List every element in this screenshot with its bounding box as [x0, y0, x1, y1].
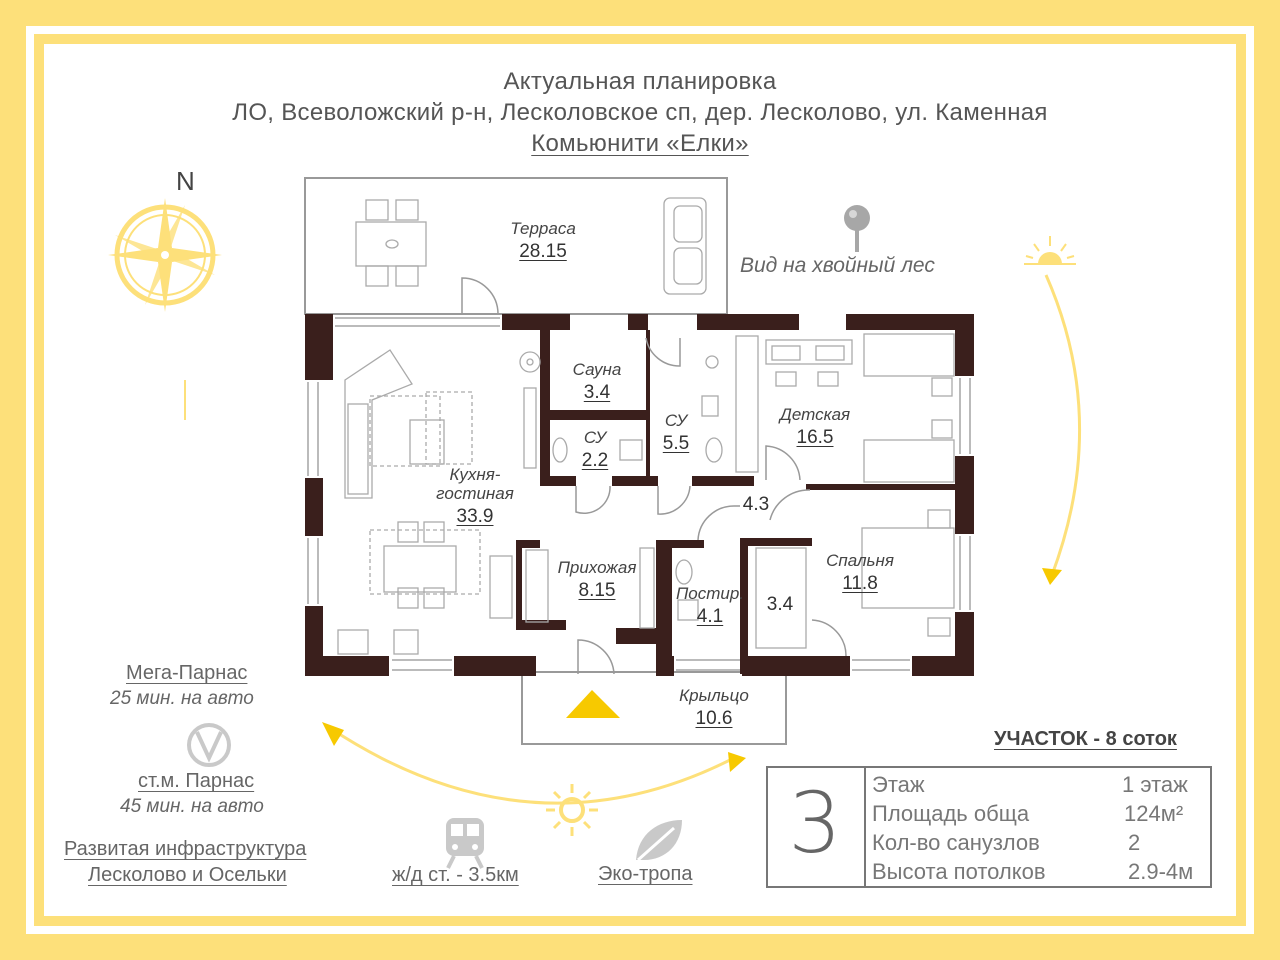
table-divider: [864, 766, 866, 888]
sun-icon: [1024, 236, 1076, 265]
wc1-name: СУ: [583, 428, 607, 447]
hallway-area: 8.15: [578, 580, 616, 601]
metro-title[interactable]: ст.м. Парнас: [138, 770, 255, 792]
sun-icon: [546, 784, 598, 836]
header-community: Комьюнити «Елки»: [0, 130, 1280, 158]
hallway-name: Прихожая: [557, 558, 637, 577]
entrance-arrow-icon: [566, 690, 620, 718]
kitchen-name-2: гостиная: [436, 484, 514, 503]
mega-time: 25 мин. на авто: [110, 688, 254, 709]
eco-text[interactable]: Эко-тропа: [598, 863, 693, 885]
infra-line1[interactable]: Развитая инфраструктура: [64, 838, 307, 860]
header-address: ЛО, Всеволожский р-н, Лесколовское сп, д…: [232, 99, 1048, 126]
north-label: N: [176, 166, 195, 196]
view-note: Вид на хвойный лес: [740, 254, 935, 277]
row-ceiling-value: 2.9-4м: [1128, 859, 1194, 884]
terrace-name: Терраса: [510, 219, 576, 238]
lot-number: 3: [788, 774, 842, 872]
laundry-area: 4.1: [696, 606, 724, 627]
porch-name: Крыльцо: [679, 686, 749, 705]
map-pin-icon: [844, 205, 870, 252]
terrace-area: 28.15: [519, 241, 567, 262]
header-title: Актуальная планировка: [503, 68, 777, 95]
infra-line2[interactable]: Лесколово и Осельки: [88, 864, 287, 886]
sauna-area: 3.4: [583, 382, 611, 403]
wc1-area: 2.2: [581, 450, 609, 471]
hall-area: 4.3: [742, 494, 770, 515]
kitchen-name-1: Кухня-: [449, 465, 501, 484]
train-text[interactable]: ж/д ст. - 3.5км: [392, 864, 519, 886]
wc2-name: СУ: [664, 411, 688, 430]
metro-time: 45 мин. на авто: [120, 796, 264, 817]
sauna-name: Сауна: [572, 360, 622, 379]
compass-line: [184, 380, 186, 420]
community-link[interactable]: Комьюнити «Елки»: [531, 130, 749, 157]
porch-area: 10.6: [695, 708, 733, 729]
closet-area: 3.4: [766, 594, 794, 615]
kids-area: 16.5: [796, 427, 834, 448]
row-baths-label: Кол-во санузлов: [872, 830, 1040, 855]
row-baths-value: 2: [1128, 830, 1141, 855]
kids-name: Детская: [779, 405, 851, 424]
mega-title[interactable]: Мега-Парнас: [126, 662, 248, 684]
row-ceiling-label: Высота потолков: [872, 859, 1046, 884]
row-floor-label: Этаж: [872, 772, 925, 797]
train-icon: [446, 818, 484, 869]
row-area-label: Площадь обща: [872, 801, 1030, 826]
kitchen-area: 33.9: [456, 506, 494, 527]
row-area-value: 124м²: [1124, 801, 1184, 826]
bedroom-area: 11.8: [842, 573, 878, 594]
leaf-icon: [636, 820, 682, 862]
bedroom-name: Спальня: [826, 551, 894, 570]
row-floor-value: 1 этаж: [1122, 772, 1188, 797]
compass-rose-icon: [108, 198, 222, 312]
wc2-area: 5.5: [662, 433, 690, 454]
plot-size: УЧАСТОК - 8 соток: [994, 728, 1177, 750]
metro-icon: [187, 723, 231, 767]
info-table: [766, 766, 1212, 888]
laundry-name: Постир.: [675, 584, 745, 603]
